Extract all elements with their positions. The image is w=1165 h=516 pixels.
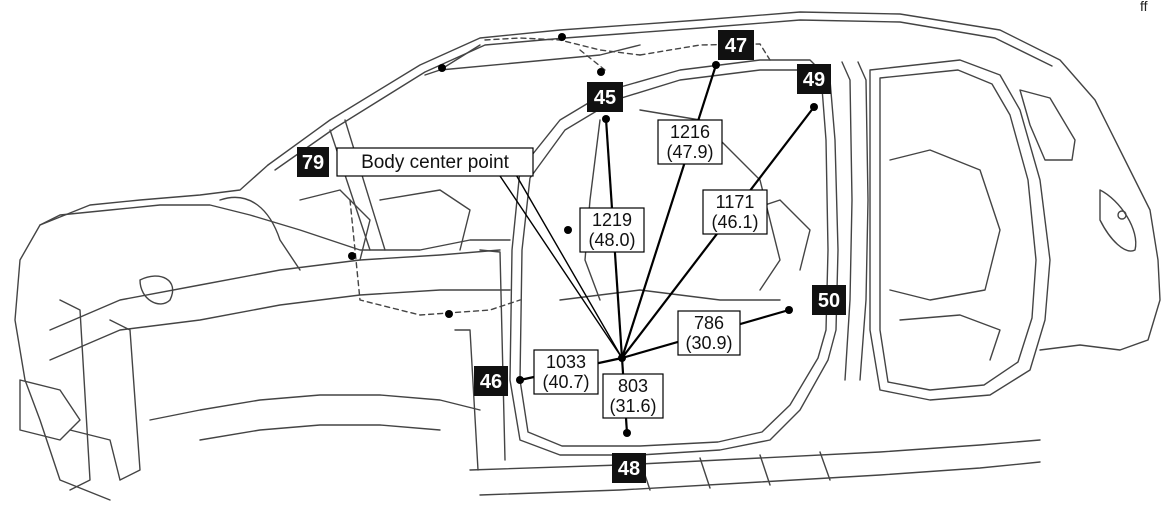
pointer-line-a <box>497 172 623 359</box>
point-46 <box>516 376 524 384</box>
badge-47: 47 <box>718 30 754 60</box>
svg-text:48: 48 <box>618 458 640 480</box>
point-roof-a <box>438 64 446 72</box>
measurement-1033: 1033 (40.7) <box>533 349 599 395</box>
point-49 <box>810 103 818 111</box>
corner-mark: ff <box>1140 0 1148 14</box>
point-48 <box>623 429 631 437</box>
body-center-point <box>618 354 626 362</box>
measurement-786-mm: 786 <box>694 313 724 333</box>
point-47 <box>712 61 720 69</box>
measurement-1219-in: (48.0) <box>588 230 635 250</box>
measurement-803: 803 (31.6) <box>602 373 664 419</box>
measurement-1033-in: (40.7) <box>542 372 589 392</box>
measurement-1216: 1216 (47.9) <box>657 119 723 165</box>
point-front-b <box>445 310 453 318</box>
car-body-outline <box>14 11 1161 501</box>
svg-text:50: 50 <box>818 290 840 312</box>
measurement-803-mm: 803 <box>618 376 648 396</box>
point-roof-c <box>597 68 605 76</box>
measurement-1216-mm: 1216 <box>670 122 710 142</box>
measurement-1219-mm: 1219 <box>592 210 632 230</box>
badge-48: 48 <box>612 453 646 483</box>
point-front-a <box>348 252 356 260</box>
badge-50: 50 <box>812 285 846 315</box>
svg-text:46: 46 <box>480 371 502 393</box>
point-roof-b <box>558 33 566 41</box>
svg-text:45: 45 <box>594 87 616 109</box>
measurement-1171-in: (46.1) <box>711 212 758 232</box>
svg-text:49: 49 <box>803 69 825 91</box>
badge-49: 49 <box>797 64 831 94</box>
point-pillar <box>564 226 572 234</box>
svg-text:79: 79 <box>302 152 324 174</box>
measurement-1219: 1219 (48.0) <box>579 207 645 253</box>
badge-79: 79 <box>297 147 329 177</box>
line-to-47 <box>620 64 718 359</box>
measurement-1171-mm: 1171 <box>716 192 755 212</box>
measurement-786-in: (30.9) <box>685 333 732 353</box>
reference-points <box>348 33 818 437</box>
body-center-label: Body center point <box>336 147 534 177</box>
body-center-label-text: Body center point <box>361 152 510 173</box>
badge-46: 46 <box>474 366 508 396</box>
point-50 <box>785 306 793 314</box>
measurement-803-in: (31.6) <box>609 396 656 416</box>
badge-45: 45 <box>587 82 623 112</box>
pointer-line-b <box>514 172 623 359</box>
measurement-1033-mm: 1033 <box>546 352 586 372</box>
svg-text:47: 47 <box>725 35 747 57</box>
measurement-1216-in: (47.9) <box>666 142 713 162</box>
measurement-786: 786 (30.9) <box>677 310 741 356</box>
measurement-1171: 1171 (46.1) <box>702 189 768 235</box>
point-45 <box>602 115 610 123</box>
